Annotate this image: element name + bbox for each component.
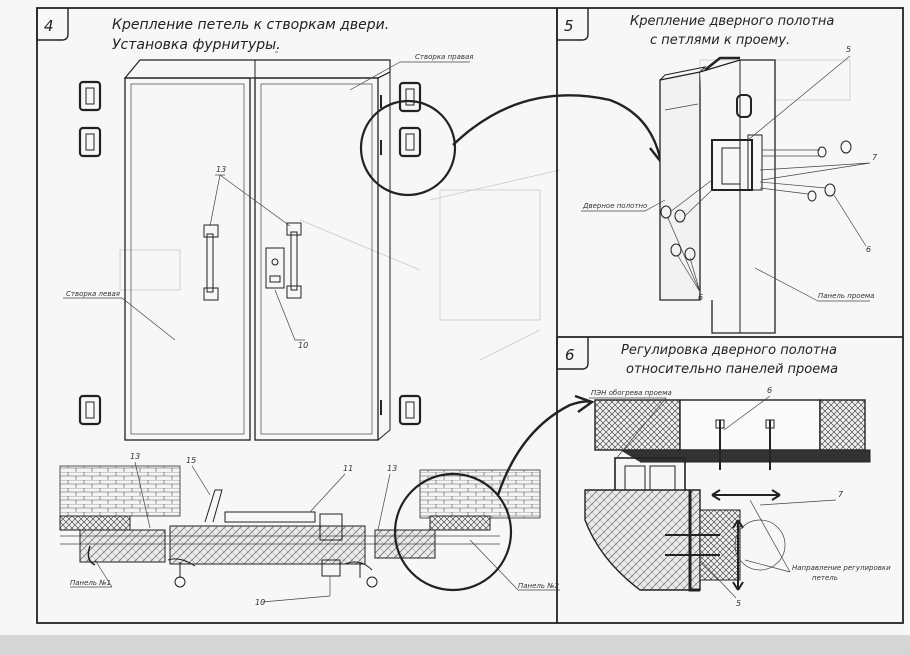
left-leaf <box>124 77 251 441</box>
p5-callout-6-right: 6 <box>866 245 871 254</box>
panel-4-title-line1: Крепление петель к створкам двери. <box>112 17 389 33</box>
sheet-frame <box>36 7 904 624</box>
arrow-to-panel-6 <box>496 400 591 496</box>
panel-4-header: 4 Крепление петель к створкам двери. Уст… <box>36 8 389 53</box>
panel-5-title-line2: с петлями к проему. <box>650 33 790 48</box>
label-panel2: Панель №2 <box>518 582 560 590</box>
detail-circle-hinge-section <box>393 472 513 592</box>
scan-margin <box>0 635 910 655</box>
right-leaf <box>254 77 379 441</box>
panel-5-screws-left <box>660 179 713 261</box>
handle-left <box>203 224 219 301</box>
detail-circle-hinge <box>359 99 457 197</box>
label-opening-panel: Панель проема <box>818 292 874 300</box>
callout-13-top: 13 <box>216 165 226 174</box>
label-left-leaf: Створка левая <box>66 290 120 298</box>
label-door-leaf: Дверное полотно <box>582 202 647 210</box>
label-adjust-line2: петель <box>812 574 838 582</box>
panel-5-screws-right <box>759 140 852 202</box>
panel-6-title-line2: относительно панелей проема <box>626 362 838 377</box>
p6-callout-5: 5 <box>736 599 741 608</box>
label-heater: ПЭН обогрева проема <box>591 389 672 397</box>
p5-callout-5: 5 <box>846 45 851 54</box>
label-adjust-line1: Направление регулировки <box>792 564 891 572</box>
panel-4-number: 4 <box>44 17 54 35</box>
arrow-to-panel-5 <box>452 94 662 159</box>
p6-callout-6: 6 <box>767 386 772 395</box>
panel-5-number: 5 <box>564 17 574 35</box>
panel-5-title-line1: Крепление дверного полотна <box>630 14 834 29</box>
hinges-mounted <box>380 81 422 426</box>
callout-11: 11 <box>343 464 353 473</box>
callout-15: 15 <box>186 456 196 465</box>
label-panel1: Панель №1 <box>70 579 111 587</box>
callout-13-a: 13 <box>130 452 140 461</box>
panel-5-header: 5 Крепление дверного полотна с петлями к… <box>556 8 834 48</box>
panel-6-number: 6 <box>565 346 575 364</box>
panel-6-title-line1: Регулировка дверного полотна <box>621 343 837 358</box>
panel-6-header: 6 Регулировка дверного полотна относител… <box>556 337 838 377</box>
panel-4-door-drawing: 13 10 Створка правая Створка левая <box>63 53 474 441</box>
p5-callout-7: 7 <box>872 153 878 162</box>
panel-6-drawing: ПЭН обогрева проема 6 7 Направление регу… <box>584 386 891 608</box>
lock <box>265 247 285 289</box>
panel-4-plan-section: 13 15 11 13 10 Панель №1 Панель №2 <box>59 452 560 607</box>
panel-4-title-line2: Установка фурнитуры. <box>112 37 281 53</box>
callout-10-bottom: 10 <box>255 598 265 607</box>
callout-13-b: 13 <box>387 464 397 473</box>
panel-5-drawing: 5 7 6 6 Дверное полотно Панель проема <box>581 45 878 334</box>
handle-right <box>286 222 302 299</box>
label-right-leaf: Створка правая <box>415 53 474 61</box>
p6-callout-7: 7 <box>838 490 844 499</box>
hinges-loose <box>78 80 102 426</box>
p5-callout-6-left: 6 <box>698 293 703 302</box>
panel-5-hinge <box>711 134 763 191</box>
callout-10-top: 10 <box>298 341 308 350</box>
